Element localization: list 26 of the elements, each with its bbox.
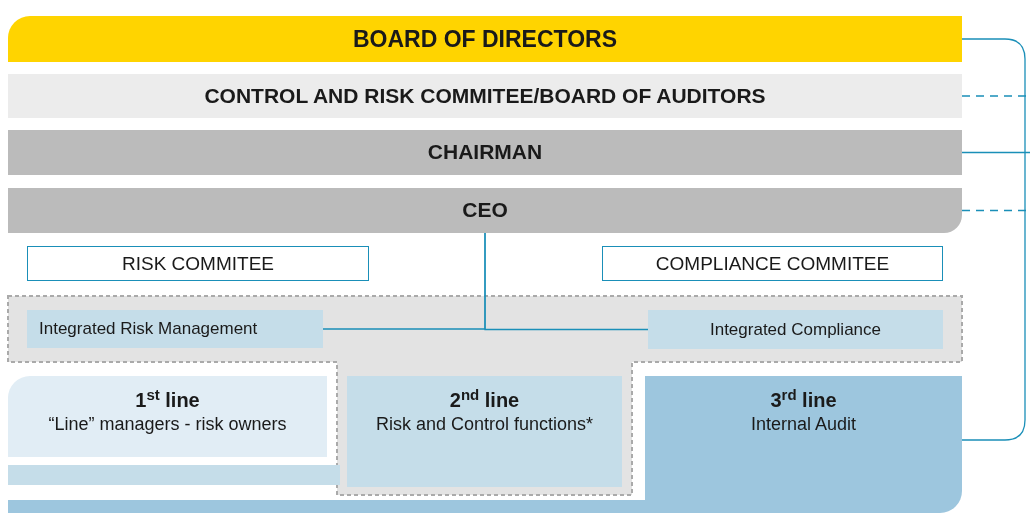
board-bar: [8, 16, 962, 62]
connector-line: [484, 232, 649, 331]
node-label: “Line” managers - risk owners: [48, 413, 287, 436]
committee-box: [602, 246, 943, 281]
chairman-bar: [8, 130, 962, 175]
committee-bar: [8, 74, 962, 118]
node-label: CONTROL AND RISK COMMITEE/BOARD OF AUDITORS: [204, 82, 766, 109]
node-label: Internal Audit: [750, 413, 857, 436]
committee-box: [27, 246, 369, 281]
node-label: Risk and Control functions*: [375, 413, 594, 436]
line-heading: 3$^{rd}$ line: [770, 388, 837, 413]
node-label: COMPLIANCE COMMITEE: [655, 251, 890, 276]
node-label: Integrated Compliance: [709, 318, 881, 341]
line-box: [8, 376, 327, 457]
ceo-bar: [8, 188, 962, 233]
node-label: Integrated Risk Management: [39, 318, 258, 340]
line-heading: 2$^{nd}$ line: [449, 388, 520, 413]
node-label: RISK COMMITEE: [122, 251, 274, 276]
function-box: [27, 310, 323, 348]
connector-line: [961, 38, 1026, 441]
node-label: CHAIRMAN: [427, 139, 543, 166]
node-label: BOARD OF DIRECTORS: [352, 24, 618, 54]
node-label: CEO: [462, 197, 508, 224]
function-box: [648, 310, 943, 349]
connector-line: [961, 151, 1030, 154]
line-heading: 1$^{st}$ line: [135, 388, 200, 413]
